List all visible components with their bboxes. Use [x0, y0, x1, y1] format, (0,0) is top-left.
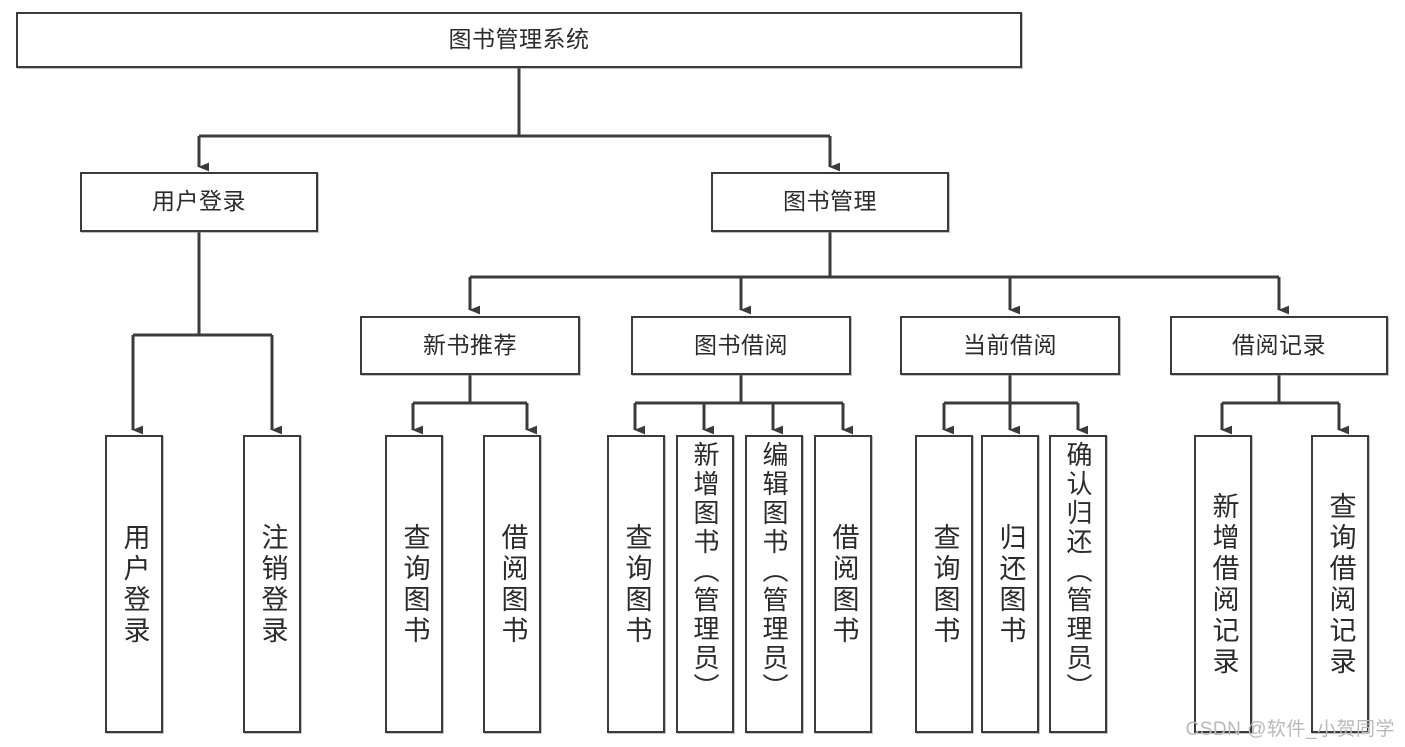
- node-label: 确认归还（管理员）: [1063, 441, 1093, 702]
- node-user-login[interactable]: 用户登录: [80, 172, 318, 232]
- node-label: 查询图书: [399, 523, 430, 647]
- node-label: 编辑图书（管理员）: [759, 441, 789, 702]
- leaf-query-borrow-record[interactable]: 查询借阅记录: [1311, 435, 1369, 733]
- node-label: 归还图书: [995, 523, 1026, 647]
- node-label: 图书借阅: [694, 331, 788, 358]
- watermark-text: CSDN @软件_小贺同学: [1185, 719, 1395, 740]
- node-label: 借阅记录: [1232, 331, 1326, 358]
- node-label: 注销登录: [257, 523, 288, 647]
- node-current-borrow[interactable]: 当前借阅: [900, 316, 1120, 375]
- node-label: 新书推荐: [423, 331, 517, 358]
- node-new-book-recommend[interactable]: 新书推荐: [360, 316, 580, 375]
- leaf-user-logout[interactable]: 注销登录: [243, 435, 301, 733]
- leaf-add-book-admin[interactable]: 新增图书（管理员）: [676, 435, 734, 733]
- node-label: 用户登录: [152, 188, 246, 215]
- node-label: 借阅图书: [497, 523, 528, 647]
- node-label: 查询图书: [621, 523, 652, 647]
- node-label: 图书管理系统: [448, 26, 590, 53]
- leaf-query-book-recommend[interactable]: 查询图书: [385, 435, 443, 733]
- node-label: 当前借阅: [963, 331, 1057, 358]
- leaf-query-book-current[interactable]: 查询图书: [915, 435, 973, 733]
- leaf-add-borrow-record[interactable]: 新增借阅记录: [1194, 435, 1252, 733]
- node-label: 新增图书（管理员）: [690, 441, 720, 702]
- node-book-borrow[interactable]: 图书借阅: [631, 316, 851, 375]
- leaf-query-book-borrow[interactable]: 查询图书: [607, 435, 665, 733]
- node-label: 查询借阅记录: [1325, 492, 1356, 678]
- node-book-management[interactable]: 图书管理: [711, 172, 949, 232]
- leaf-borrow-book[interactable]: 借阅图书: [814, 435, 872, 733]
- leaf-confirm-return-admin[interactable]: 确认归还（管理员）: [1049, 435, 1107, 733]
- leaf-user-login[interactable]: 用户登录: [105, 435, 163, 733]
- node-label: 图书管理: [783, 188, 877, 215]
- leaf-return-book[interactable]: 归还图书: [981, 435, 1039, 733]
- leaf-edit-book-admin[interactable]: 编辑图书（管理员）: [745, 435, 803, 733]
- node-label: 用户登录: [119, 523, 150, 647]
- node-label: 借阅图书: [828, 523, 859, 647]
- node-label: 新增借阅记录: [1208, 492, 1239, 678]
- node-borrow-records[interactable]: 借阅记录: [1170, 316, 1388, 375]
- node-root-system[interactable]: 图书管理系统: [16, 12, 1022, 68]
- leaf-borrow-book-recommend[interactable]: 借阅图书: [483, 435, 541, 733]
- node-label: 查询图书: [929, 523, 960, 647]
